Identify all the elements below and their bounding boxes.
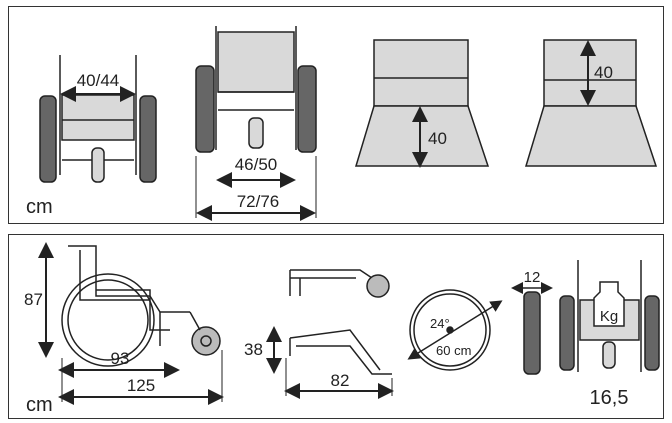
weight-view — [559, 260, 660, 372]
folded-width-view — [523, 291, 541, 375]
front-seat-width-label: 40/44 — [77, 71, 120, 90]
seat-length-label: 93 — [111, 349, 130, 368]
folded-height-label: 38 — [244, 340, 263, 359]
top-unit-label: cm — [26, 196, 53, 218]
seat-depth-shape — [354, 39, 490, 167]
rear-width-label: 46/50 — [235, 155, 278, 174]
turn-diameter-label: 60 cm — [436, 343, 471, 358]
slope-angle-label: 24° — [430, 316, 450, 331]
left-wheel — [195, 65, 215, 153]
folded-width-label: 12 — [524, 269, 541, 286]
rear-view-wheelchair — [195, 26, 317, 153]
right-wheel — [297, 65, 317, 153]
back-height-label: 40 — [594, 63, 613, 82]
side-height-label: 87 — [24, 290, 43, 309]
bottom-unit-label: cm — [26, 394, 53, 416]
weight-symbol: Kg — [600, 308, 618, 325]
left-wheel — [39, 95, 57, 183]
folded-length-label: 82 — [331, 371, 350, 390]
overall-length-label: 125 — [127, 376, 155, 395]
turning-circle — [407, 289, 503, 371]
weight-label: 16,5 — [590, 387, 629, 409]
front-view-wheelchair — [39, 55, 157, 183]
seat-depth-label: 40 — [428, 129, 447, 148]
folded-frame — [289, 269, 392, 375]
weight-icon — [593, 281, 625, 327]
back-height-shape — [524, 39, 658, 167]
side-view-wheelchair — [61, 245, 221, 367]
overall-width-label: 72/76 — [237, 192, 280, 211]
right-wheel — [139, 95, 157, 183]
